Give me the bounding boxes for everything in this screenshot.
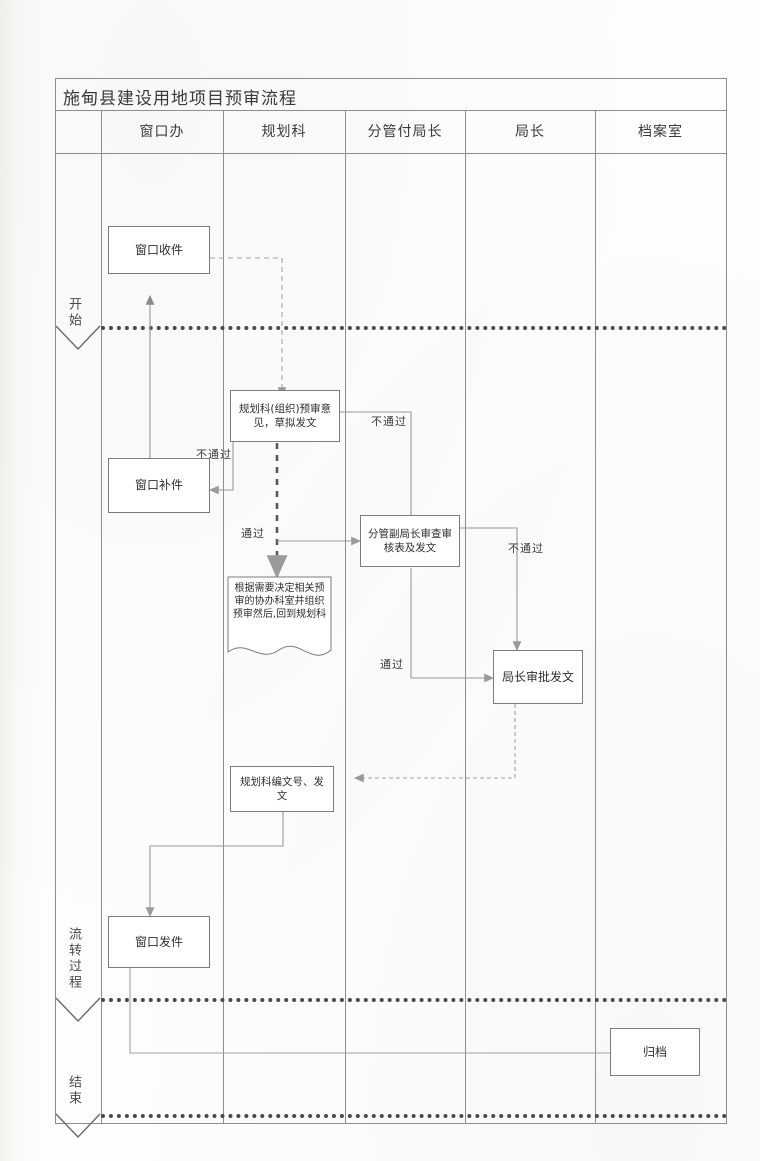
lane-divider-3 bbox=[465, 110, 466, 1124]
lane-header-deputy-director: 分管付局长 bbox=[367, 124, 443, 140]
phase-chevron-end bbox=[55, 1113, 101, 1139]
lane-header-window-office: 窗口办 bbox=[139, 124, 185, 140]
phase-label-start: 开始 bbox=[66, 297, 81, 329]
node-window-receive-text: 窗口收件 bbox=[134, 242, 183, 257]
lane-header-planning-dept: 规划科 bbox=[261, 124, 307, 140]
lane-divider-4 bbox=[595, 110, 596, 1124]
node-archive[interactable]: 归档 bbox=[610, 1028, 700, 1076]
edge-label-planning-passed: 通过 bbox=[241, 527, 265, 540]
lane-header-archive-room: 档案室 bbox=[638, 124, 683, 140]
frame-left-border bbox=[55, 78, 56, 1124]
node-deputy-director-review[interactable]: 分管副局长审查审核表及发文 bbox=[360, 515, 460, 567]
edge-label-director-rejected: 不通过 bbox=[508, 542, 544, 555]
node-planning-numbering[interactable]: 规划科编文号、发文 bbox=[230, 766, 334, 812]
node-director-approval-text: 局长审批发文 bbox=[501, 669, 574, 684]
edge-planning-numbering-to-window-dispatch bbox=[145, 804, 284, 918]
phase-chevron-start bbox=[55, 325, 101, 351]
node-director-approval[interactable]: 局长审批发文 bbox=[493, 650, 583, 704]
edge-label-planning-rejected: 不通过 bbox=[196, 448, 232, 461]
node-coordination-document-text: 根据需要决定相关预审的协办科室并组织预审然后,回到规划科 bbox=[232, 583, 327, 620]
title-bottom-border bbox=[55, 110, 727, 111]
node-archive-text: 归档 bbox=[642, 1044, 667, 1059]
phase-separator-end bbox=[101, 1114, 727, 1118]
lane-divider-2 bbox=[345, 110, 346, 1124]
node-planning-preliminary-opinion-text: 规划科(组织)预审意见，草拟发文 bbox=[238, 402, 332, 429]
node-deputy-director-review-text: 分管副局长审查审核表及发文 bbox=[368, 527, 452, 554]
edge-label-deputy-rejected: 不通过 bbox=[371, 415, 407, 428]
node-window-dispatch[interactable]: 窗口发件 bbox=[108, 916, 210, 968]
phase-separator-circulation bbox=[101, 998, 727, 1002]
phase-label-circulation: 流转过程 bbox=[66, 927, 81, 991]
lane-header-director: 局长 bbox=[515, 124, 545, 140]
phase-separator-start bbox=[101, 326, 727, 330]
node-window-dispatch-text: 窗口发件 bbox=[134, 934, 183, 949]
frame-bottom-border bbox=[55, 1123, 727, 1124]
frame-right-border bbox=[726, 78, 727, 1124]
phase-label-end: 结束 bbox=[66, 1075, 81, 1107]
swimlane-flowchart: 施甸县建设用地项目预审流程 窗口办 规划科 分管付局长 局长 档案室 开始 流转… bbox=[55, 78, 727, 1139]
edge-director-to-planning-numbering bbox=[353, 704, 516, 783]
lane-divider-1 bbox=[223, 110, 224, 1124]
phase-column-divider bbox=[101, 110, 102, 1124]
frame-top-border bbox=[55, 78, 727, 79]
document-shape-icon bbox=[227, 576, 332, 656]
lane-header-bottom-border bbox=[55, 153, 727, 154]
node-coordination-document[interactable]: 根据需要决定相关预审的协办科室并组织预审然后,回到规划科 bbox=[227, 576, 332, 668]
node-window-supplement-text: 窗口补件 bbox=[134, 478, 183, 493]
node-planning-numbering-text: 规划科编文号、发文 bbox=[240, 775, 324, 802]
edge-window-dispatch-to-archive bbox=[129, 968, 635, 1058]
node-window-receive[interactable]: 窗口收件 bbox=[108, 226, 210, 274]
edge-deputy-to-director bbox=[410, 568, 495, 683]
node-planning-preliminary-opinion[interactable]: 规划科(组织)预审意见，草拟发文 bbox=[230, 390, 340, 442]
page-title: 施甸县建设用地项目预审流程 bbox=[63, 89, 297, 109]
node-window-supplement[interactable]: 窗口补件 bbox=[108, 458, 210, 513]
edge-label-deputy-passed: 通过 bbox=[380, 658, 404, 671]
phase-chevron-circulation bbox=[55, 997, 101, 1023]
